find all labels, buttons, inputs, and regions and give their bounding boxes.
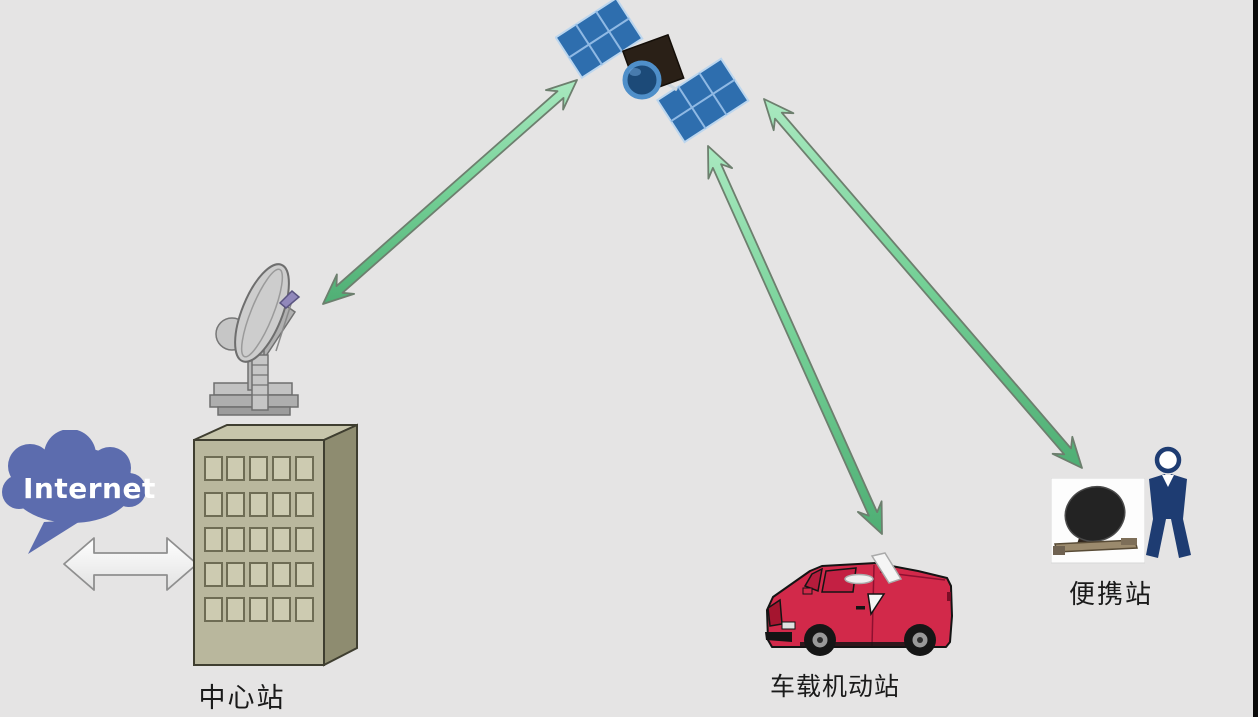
van-rear-wheel xyxy=(904,624,936,656)
building-side-face xyxy=(323,423,358,667)
dish-ladder-rungs xyxy=(252,364,268,396)
person-head xyxy=(1154,446,1182,474)
dish-ladder xyxy=(251,354,269,411)
red-van-icon xyxy=(765,552,953,656)
building-windows xyxy=(204,456,314,622)
building-window xyxy=(272,597,291,622)
person-left-leg xyxy=(1146,519,1166,558)
building-window xyxy=(249,492,268,517)
building-window xyxy=(272,456,291,481)
building-window xyxy=(226,562,245,587)
screen-edge-bar xyxy=(1253,0,1258,717)
building-window xyxy=(272,527,291,552)
satellite-right-panel xyxy=(655,57,750,144)
central-station-label: 中心站 xyxy=(198,683,286,713)
building-window xyxy=(295,492,314,517)
building-window xyxy=(204,527,223,552)
link-arrow-satellite-portable xyxy=(763,98,1083,469)
building-window xyxy=(204,562,223,587)
building-window xyxy=(204,597,223,622)
building-window xyxy=(295,527,314,552)
person-shirt xyxy=(1162,475,1174,487)
satellite-dish xyxy=(622,60,662,100)
person-torso xyxy=(1149,474,1187,519)
link-arrow-satellite-central xyxy=(322,79,578,305)
building-window xyxy=(226,597,245,622)
building-window xyxy=(295,562,314,587)
portable-station-label: 便携站 xyxy=(1068,580,1153,609)
van-rocker xyxy=(800,642,912,646)
building-window xyxy=(249,562,268,587)
building-window xyxy=(249,527,268,552)
speech-bubble-cloud-icon xyxy=(2,430,146,554)
dish-feed-horn xyxy=(278,289,301,309)
building-window xyxy=(295,456,314,481)
van-vent-window xyxy=(867,593,886,617)
building-window xyxy=(272,492,291,517)
building-window xyxy=(226,527,245,552)
portable-dish-photo-icon xyxy=(1051,478,1145,564)
van-taillight xyxy=(947,592,951,601)
satellite-icon xyxy=(555,0,750,144)
internet-cloud: Internet xyxy=(2,430,155,554)
earth-station-dish-icon xyxy=(209,263,301,416)
van-antenna-base xyxy=(844,573,874,585)
dish-reflector xyxy=(234,263,290,363)
building-window xyxy=(226,456,245,481)
van-bumper xyxy=(765,632,792,642)
van-windshield xyxy=(803,567,824,593)
link-arrow-satellite-mobile xyxy=(707,145,883,535)
building-window xyxy=(249,597,268,622)
portable-dish-foot xyxy=(1053,546,1065,555)
van-front-wheel xyxy=(804,624,836,656)
building-window xyxy=(204,456,223,481)
portable-dish-foot xyxy=(1121,538,1137,545)
building-window xyxy=(295,597,314,622)
dish-reflector-inner xyxy=(240,268,284,358)
van-headlight xyxy=(781,621,796,630)
portable-dish-reflector xyxy=(1064,485,1126,543)
building-window xyxy=(204,492,223,517)
dish-strut xyxy=(275,300,293,352)
satellite-dish-highlight xyxy=(629,68,641,76)
person-icon xyxy=(1146,446,1191,558)
van-mirror xyxy=(802,587,813,595)
central-station-building xyxy=(193,423,358,667)
mobile-station-label: 车载机动站 xyxy=(769,674,900,701)
satellite-left-panel xyxy=(555,0,644,80)
building-window xyxy=(249,456,268,481)
building-window xyxy=(226,492,245,517)
internet-label: Internet xyxy=(23,472,155,505)
van-door-handle xyxy=(856,606,865,610)
van-antenna-panel xyxy=(870,552,903,584)
building-window xyxy=(272,562,291,587)
person-right-leg xyxy=(1171,519,1191,558)
van-side-window xyxy=(821,567,857,593)
